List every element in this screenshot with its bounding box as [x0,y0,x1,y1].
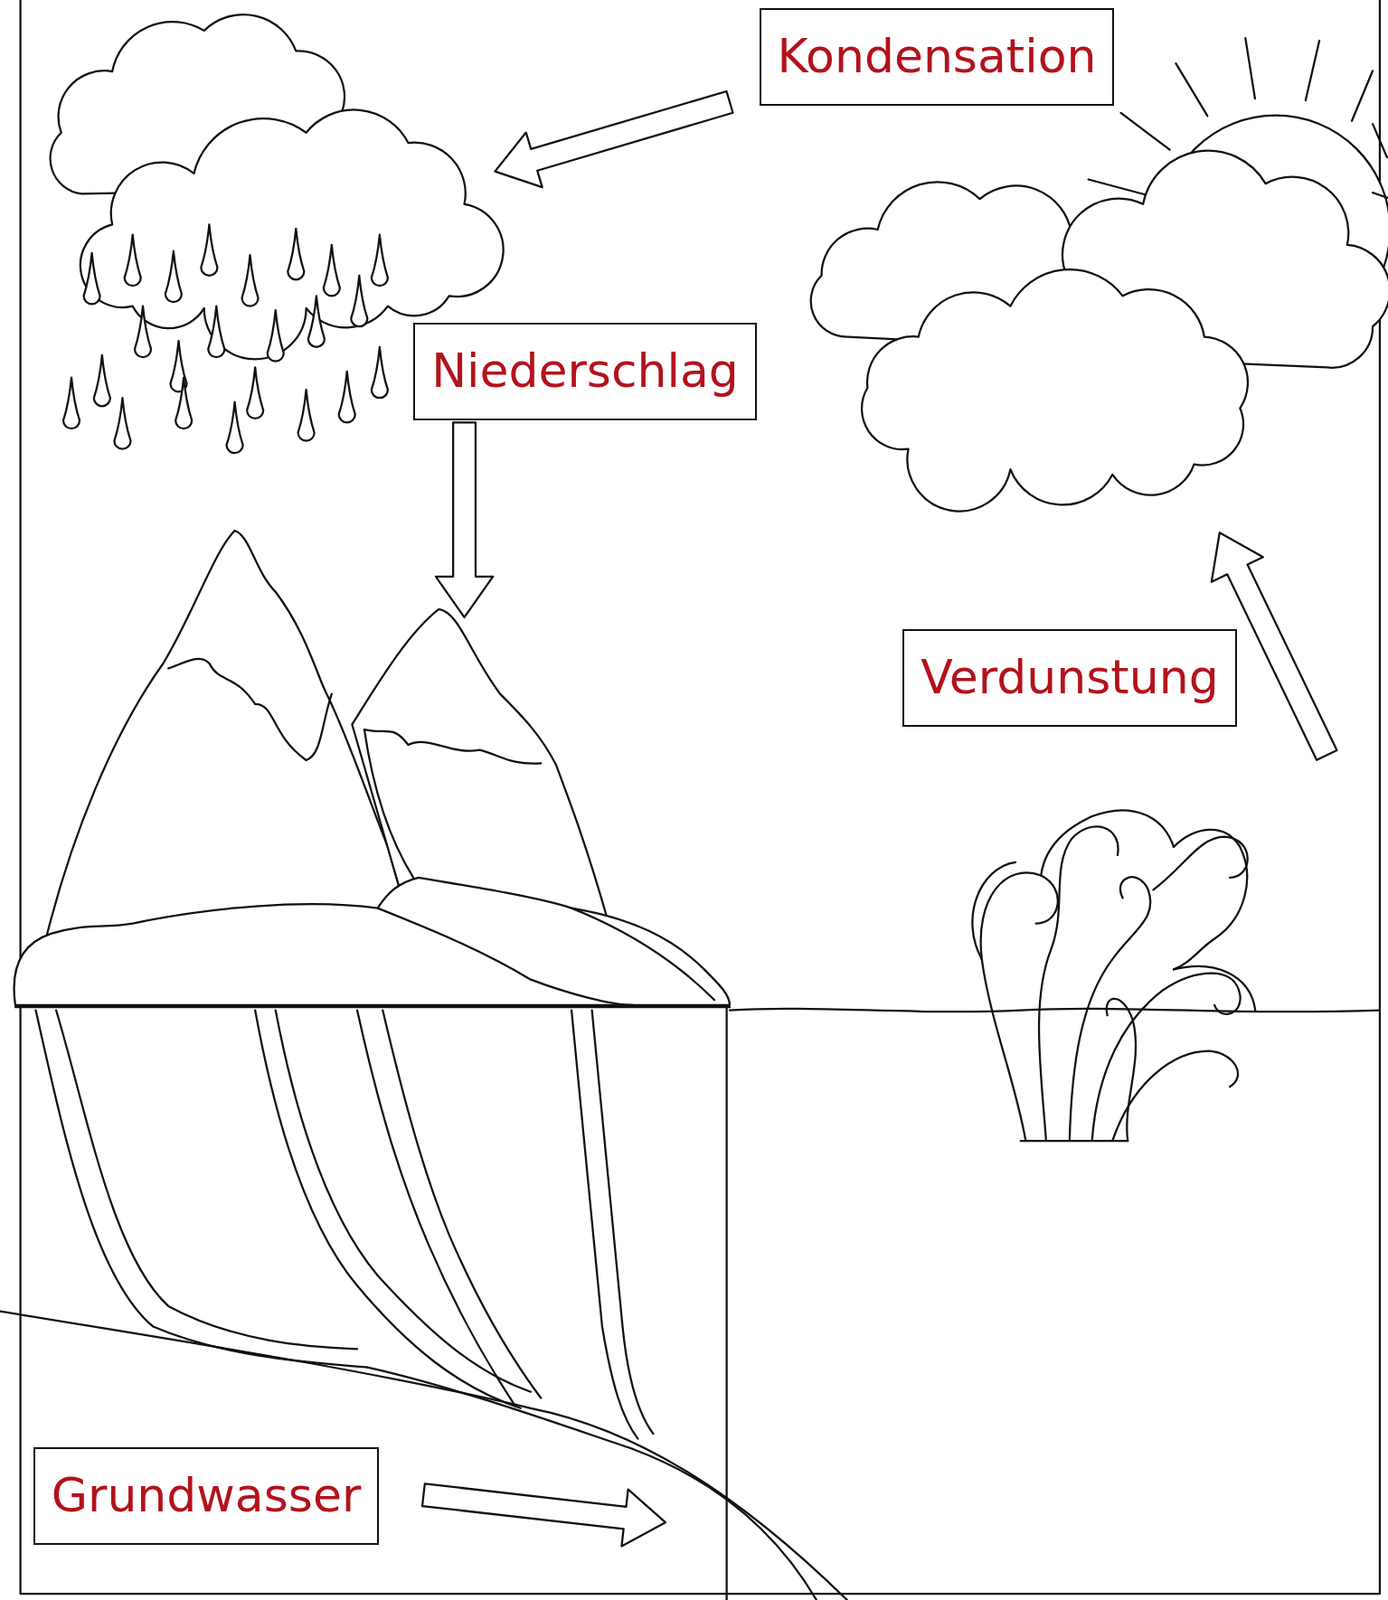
label-box: Verdunstung [902,629,1237,728]
raindrops [63,224,388,454]
raindrop [267,310,284,361]
sun-ray [1372,123,1388,158]
ground [0,1007,1380,1600]
raindrop [200,224,218,275]
label-box: Niederschlag [413,322,757,421]
raindrop [308,295,325,347]
raindrop [339,371,356,423]
raindrop [323,245,340,296]
clouds [811,151,1388,512]
rain-cloud [50,14,504,359]
flow-arrow [422,1483,666,1547]
sun-ray [1305,40,1320,101]
raindrop [350,275,368,327]
sun-ray [1121,113,1171,151]
raindrop [287,228,304,280]
raindrop [241,254,258,306]
raindrop [63,377,80,429]
raindrop [84,253,101,304]
raindrop [134,306,152,358]
stage-label: Verdunstung [920,647,1219,709]
stage-label: Niederschlag [431,340,739,403]
raindrop [207,306,225,358]
sun-ray [1372,192,1388,205]
sun-ray [1245,37,1256,99]
raindrop [175,377,192,429]
sun-ray [1175,63,1208,116]
raindrop [124,235,142,286]
label-box: Grundwasser [33,1447,380,1546]
raindrop [371,235,388,286]
raindrop [246,367,264,418]
raindrop [165,251,182,303]
stage-label: Kondensation [777,26,1097,88]
raindrop [298,389,315,441]
sun-ray [1351,70,1373,121]
groundwater-streams [36,1010,654,1440]
flow-arrows [422,91,1337,1548]
stage-label: Grundwasser [51,1465,362,1528]
raindrop [113,397,131,449]
flow-arrow [494,91,733,188]
raindrop [94,355,111,407]
mountains [14,530,730,1006]
raindrop [226,402,244,454]
flow-arrow [435,422,493,618]
steam-plume [972,810,1256,1142]
label-box: Kondensation [759,8,1115,106]
raindrop [371,347,388,398]
sun-ray [1088,179,1148,196]
